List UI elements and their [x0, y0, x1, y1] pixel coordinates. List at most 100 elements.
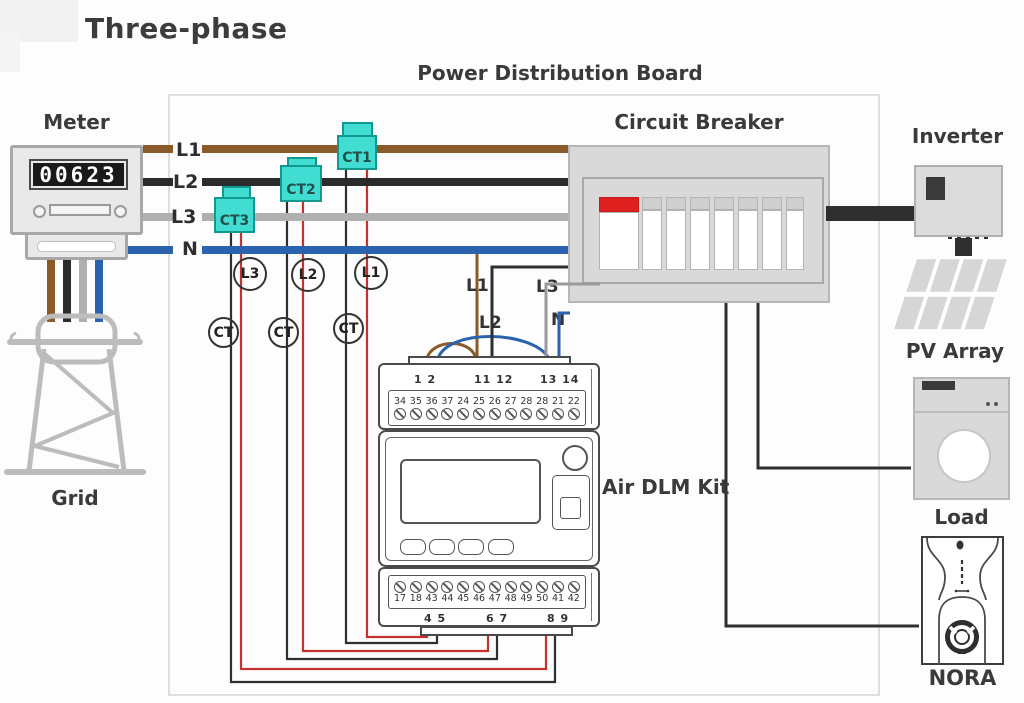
terminal: 41: [552, 580, 565, 604]
dlm-label: Air DLM Kit: [602, 475, 730, 499]
tag-ct-text: CT: [338, 320, 359, 337]
meter-reading: 00623: [39, 162, 118, 187]
tag-ct-text: CT: [273, 324, 294, 341]
inverter-label: Inverter: [911, 124, 1004, 148]
terminal: 35: [410, 396, 422, 420]
terminal: 45: [457, 580, 469, 604]
nora-charger-box: [921, 536, 1004, 665]
page-title: Three-phase: [85, 12, 288, 45]
line-l2: [202, 178, 568, 186]
screw-terminal-icon: [536, 407, 549, 420]
tag-circle-l3: L3: [233, 257, 267, 291]
dlm-top-group-label: 13 14: [540, 373, 580, 386]
line-label-n: N: [182, 238, 198, 260]
screw-terminal-icon: [552, 407, 565, 420]
breaker-module-top: [642, 197, 662, 210]
load-control-bar: [922, 381, 955, 390]
load-label: Load: [934, 505, 989, 529]
screw-terminal-icon: [425, 407, 438, 420]
terminal: 28: [536, 396, 549, 420]
dlm-top-group-label: 1 2: [414, 373, 437, 386]
circuit-breaker-panel: [582, 177, 824, 284]
dlm-main-body: [378, 430, 600, 567]
meter-base-slot: [37, 241, 116, 252]
meter-label: Meter: [43, 110, 110, 134]
terminal: 43: [426, 580, 438, 604]
grid-label: Grid: [51, 486, 99, 510]
tag-circle-ct3: CT: [208, 317, 239, 348]
ct3-clamp: CT3: [214, 197, 255, 233]
screw-terminal-icon: [473, 407, 486, 420]
breaker-module-red: [599, 197, 639, 212]
dlm-button: [400, 539, 426, 555]
tag-l3-text: L3: [240, 266, 260, 282]
dlm-top-group-label: 11 12: [474, 373, 514, 386]
load-door: [937, 429, 991, 483]
meter-slot-bar: [49, 204, 111, 216]
screw-terminal-icon: [567, 407, 580, 420]
meter-device: 00623: [10, 145, 143, 235]
dlm-led-button: [562, 445, 588, 471]
inverter-display: [926, 177, 945, 200]
wire-tag-l2: L2: [479, 313, 502, 333]
load-knob-dot: [986, 402, 990, 406]
line-label-l2: L2: [173, 171, 199, 193]
line-l1: [202, 145, 568, 153]
screw-terminal-icon: [473, 580, 486, 593]
screw-terminal-icon: [552, 580, 565, 593]
breaker-module-top: [690, 197, 710, 210]
breaker-to-inverter-cable: [826, 206, 914, 221]
screw-terminal-icon: [394, 407, 407, 420]
wire-tag-l1: L1: [466, 276, 489, 296]
terminal: 17: [394, 580, 406, 604]
dlm-bottom-group-label: 8 9: [547, 612, 570, 625]
ct1-label: CT1: [342, 150, 372, 166]
terminal: 49: [520, 580, 532, 604]
terminal: 44: [441, 580, 454, 604]
pv-array-label: PV Array: [905, 339, 1005, 363]
breaker-module-top: [666, 197, 686, 210]
dlm-top-terminal-strip: 34 35 36 37 24 25 26 27 28 28 21 22: [388, 390, 586, 426]
tag-circle-ct1: CT: [333, 313, 364, 344]
terminal: 34: [394, 396, 407, 420]
breaker-module: [690, 210, 710, 270]
screw-terminal-icon: [504, 580, 517, 593]
screw-terminal-icon: [504, 407, 517, 420]
tag-ct-text: CT: [213, 324, 234, 341]
dlm-side-button: [560, 497, 581, 519]
terminal: 24: [457, 396, 469, 420]
ct1-clamp: CT1: [337, 135, 377, 170]
wire-tag-l3: L3: [536, 277, 559, 297]
terminal: 22: [567, 396, 580, 420]
load-knob-dot: [994, 402, 998, 406]
breaker-module: [642, 210, 662, 270]
breaker-module: [666, 210, 686, 270]
breaker-module-top: [714, 197, 734, 210]
breaker-module: [762, 210, 782, 270]
breaker-module: [786, 210, 804, 270]
tag-circle-l1: L1: [354, 256, 388, 290]
dlm-side-panel: [552, 475, 590, 530]
terminal: 27: [504, 396, 517, 420]
tag-circle-ct2: CT: [268, 317, 299, 348]
screw-terminal-icon: [409, 580, 422, 593]
terminal: 47: [489, 580, 501, 604]
line-l3: [202, 213, 568, 221]
meter-indicator-dot: [114, 205, 127, 218]
terminal: 21: [552, 396, 565, 420]
terminal: 46: [473, 580, 486, 604]
circuit-breaker-box: [568, 145, 830, 303]
screw-terminal-icon: [441, 407, 454, 420]
line-n: [202, 246, 568, 254]
terminal: 36: [425, 396, 438, 420]
meter-display: 00623: [29, 159, 128, 190]
meter-indicator-dot: [33, 205, 46, 218]
terminal: 48: [504, 580, 517, 604]
screw-terminal-icon: [520, 407, 533, 420]
nora-label: NORA: [928, 666, 997, 690]
dlm-button: [488, 539, 514, 555]
grid-tower-icon: [4, 313, 146, 475]
screw-terminal-icon: [441, 580, 454, 593]
screw-terminal-icon: [536, 580, 549, 593]
line-l1-stub: [143, 145, 173, 153]
